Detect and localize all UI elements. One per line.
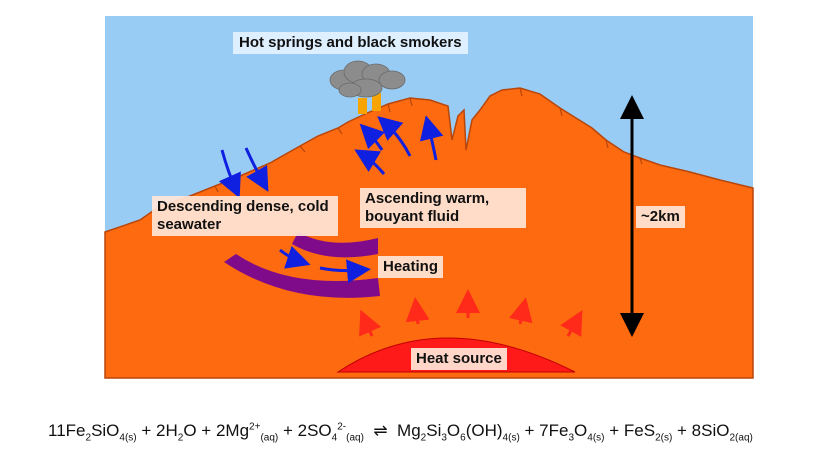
- descending-arrow-2: [244, 147, 269, 192]
- heating-flow-arrow-2: [319, 259, 371, 284]
- serpentinization-equation: 11Fe2SiO4(s) + 2H2O + 2Mg2+(aq) + 2SO42-…: [48, 421, 753, 444]
- heating-band-outer: [224, 254, 380, 298]
- heating-flow-arrow-1: [279, 245, 311, 269]
- ascending-arrow-3: [377, 116, 412, 157]
- ascending-arrow-2: [359, 123, 386, 151]
- reactant-term: 2H2O: [156, 421, 197, 444]
- ascending-label: Ascending warm, bouyant fluid: [360, 188, 526, 228]
- reactant-term: 2Mg2+(aq): [215, 421, 279, 444]
- reactant-term: 11Fe2SiO4(s): [48, 421, 137, 444]
- vent-chimney-1: [358, 98, 367, 114]
- product-term: 8SiO2(aq): [691, 421, 753, 444]
- equilibrium-arrow: ⇌: [363, 421, 398, 440]
- heat-arrow-5: [560, 310, 583, 337]
- heat-arrow-1: [359, 309, 382, 337]
- heating-label: Heating: [378, 256, 444, 278]
- heat-arrow-2: [405, 297, 430, 325]
- product-term: FeS2(s): [623, 421, 673, 444]
- heat-arrow-4: [509, 297, 533, 325]
- ascending-arrow-4: [419, 115, 444, 161]
- oceanic-crust: [104, 87, 754, 379]
- ascending-arrow-1: [354, 149, 386, 175]
- descending-label: Descending dense, cold seawater: [152, 196, 338, 236]
- vent-chimney-2: [372, 93, 381, 111]
- heating-band-inner: [292, 232, 378, 258]
- reactant-term: 2SO42-(aq): [297, 421, 364, 444]
- hot-springs-label: Hot springs and black smokers: [233, 32, 468, 54]
- product-term: 7Fe3O4(s): [539, 421, 605, 444]
- depth-label: ~2km: [636, 206, 685, 228]
- descending-arrow-1: [218, 149, 241, 199]
- heat-source-label: Heat source: [411, 348, 507, 370]
- product-term: Mg2Si3O6(OH)4(s): [397, 421, 520, 444]
- smoke-plume: [329, 60, 406, 98]
